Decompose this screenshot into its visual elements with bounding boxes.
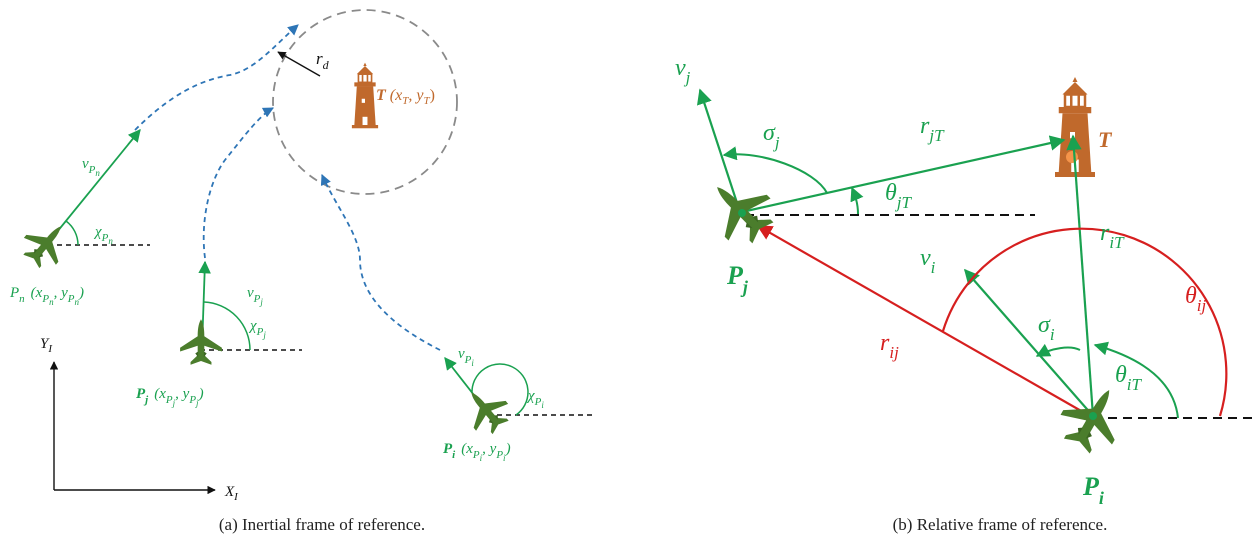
heading-label-n: χPn — [93, 224, 113, 246]
theta-jT-arc — [850, 186, 864, 215]
target-label-a: T (xT, yT) — [376, 87, 435, 107]
pursuer-label-j: Pj — [726, 261, 749, 297]
sigma-i-arc — [1035, 343, 1081, 357]
target-label-b: T — [1098, 127, 1113, 152]
x-axis-label: XI — [224, 484, 239, 503]
trajectory-j — [202, 107, 274, 259]
r-ij-label: rij — [880, 330, 899, 362]
r-jT-vector — [741, 135, 1066, 214]
heading-label-i: χPi — [526, 388, 544, 410]
velocity-label-j: vPj — [247, 285, 263, 307]
heading-arc-n — [65, 220, 79, 246]
v-i-vector — [963, 268, 1094, 417]
pursuer-j-point — [738, 209, 746, 217]
heading-arc-j — [203, 301, 251, 351]
radius-arrow — [277, 51, 321, 77]
velocity-label-i: vPi — [458, 346, 474, 368]
pursuer-label-n: Pn(xPn, yPn) — [9, 285, 84, 307]
pursuer-label-i: Pi — [1082, 472, 1104, 508]
trajectory-i — [320, 174, 441, 351]
v-j-vector — [697, 88, 742, 213]
pursuer-label-i: Pi(xPi, yPi) — [443, 441, 511, 463]
theta-ij-arc — [941, 227, 1228, 417]
sigma-j-label: σj — [763, 120, 780, 152]
pursuer-i-point — [1089, 412, 1097, 420]
capture-circle — [272, 9, 458, 195]
aircraft-icon — [180, 319, 222, 365]
radius-label: rd — [316, 49, 330, 72]
heading-label-j: χPj — [248, 318, 266, 340]
trajectory-n — [134, 24, 299, 131]
r-iT-label: riT — [1100, 220, 1125, 252]
theta-ij-label: θij — [1185, 283, 1207, 315]
aircraft-icon — [455, 379, 517, 441]
lighthouse-icon — [351, 61, 379, 130]
target-point — [1066, 151, 1078, 163]
heading-arc-i — [471, 363, 529, 416]
sigma-j-arc — [722, 146, 828, 194]
pursuer-label-j: Pj(xPj, yPj) — [136, 386, 204, 408]
theta-iT-label: θiT — [1115, 362, 1143, 394]
y-axis-label: YI — [40, 336, 53, 355]
theta-jT-label: θjT — [885, 180, 913, 212]
r-iT-vector — [1066, 134, 1095, 417]
panel-b: T vj σj rjT θjT Pj riT vi θij rij σi θiT… — [675, 55, 1258, 534]
velocity-label-n: vPn — [82, 156, 100, 178]
v-j-label: vj — [675, 55, 691, 87]
v-i-label: vi — [920, 245, 936, 277]
caption-a: (a) Inertial frame of reference. — [219, 515, 425, 534]
r-jT-label: rjT — [920, 113, 945, 145]
panel-a: rd T (xT, yT) vPn χPn Pn(xPn, yPn) vPj χ… — [9, 9, 595, 534]
theta-iT-arc — [1093, 341, 1179, 419]
velocity-n — [47, 129, 141, 244]
sigma-i-label: σi — [1038, 312, 1055, 344]
caption-b: (b) Relative frame of reference. — [893, 515, 1108, 534]
r-ij-vector — [756, 225, 1091, 417]
